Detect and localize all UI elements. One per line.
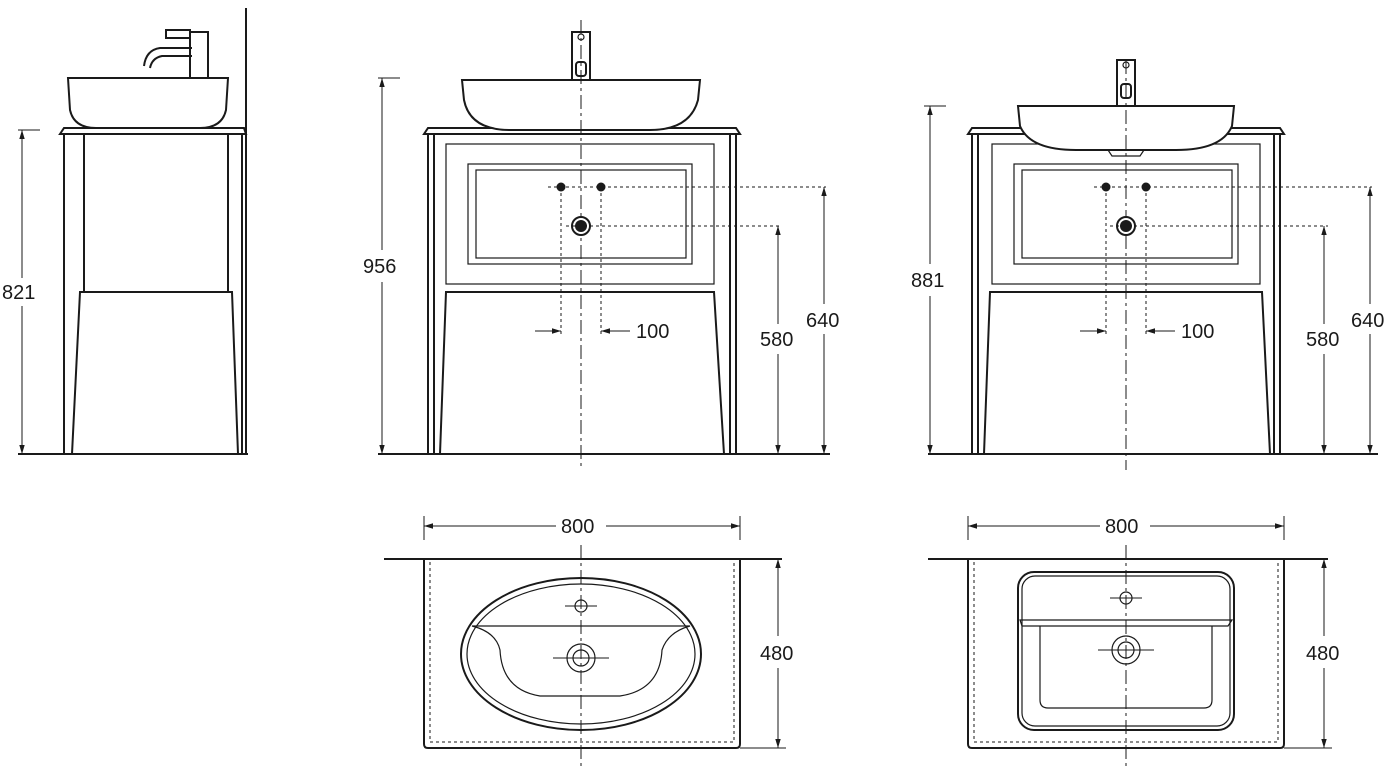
front-view-vessel: 100 956 580 640 — [363, 20, 839, 470]
front-view-inset: 100 881 580 640 — [911, 59, 1384, 470]
plan-view-inset: 800 480 — [928, 516, 1339, 768]
hole-spacing-label-2: 100 — [1181, 321, 1214, 343]
hole-spacing-label-1: 100 — [636, 321, 669, 343]
tap-hole-height-label-2: 640 — [1351, 310, 1384, 332]
front-inset-height-label: 881 — [911, 270, 944, 292]
width-label-2: 800 — [1105, 516, 1138, 538]
front-vessel-height-label: 956 — [363, 256, 396, 278]
tap-side — [143, 29, 209, 79]
depth-label-2: 480 — [1306, 643, 1339, 665]
width-label-1: 800 — [561, 516, 594, 538]
side-view: 821 — [2, 8, 248, 455]
depth-label-1: 480 — [760, 643, 793, 665]
tap-hole-height-label-1: 640 — [806, 310, 839, 332]
waste-height-label-1: 580 — [760, 329, 793, 351]
waste-height-label-2: 580 — [1306, 329, 1339, 351]
side-height-label: 821 — [2, 282, 35, 304]
plan-view-vessel: 800 480 — [384, 516, 793, 768]
